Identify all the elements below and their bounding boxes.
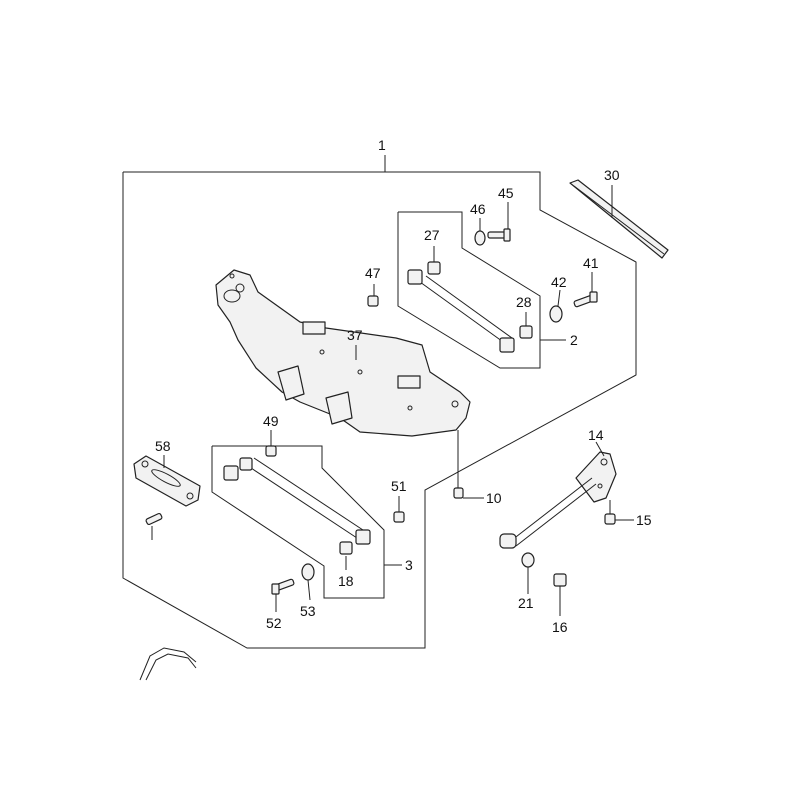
part-49-nut	[265, 430, 277, 457]
part-47-nut	[367, 284, 379, 307]
part-16-nut	[553, 573, 567, 616]
assembly-outline	[122, 171, 637, 649]
part-51-nut	[393, 496, 405, 523]
callout-21: 21	[518, 595, 534, 611]
callout-27: 27	[424, 227, 440, 243]
leader-42	[557, 289, 561, 307]
part-58-bracket	[133, 455, 201, 540]
callout-30: 30	[604, 167, 620, 183]
callout-41: 41	[583, 255, 599, 271]
callout-37: 37	[347, 327, 363, 343]
callout-47: 47	[365, 265, 381, 281]
callout-53: 53	[300, 603, 316, 619]
callout-18: 18	[338, 573, 354, 589]
part-53-washer	[301, 563, 315, 601]
part-41-bolt	[573, 272, 598, 308]
part-37-crossmember	[215, 269, 471, 437]
part-10-bolt	[453, 430, 484, 499]
callout-15: 15	[636, 512, 652, 528]
part-3-lower-link-group	[211, 445, 402, 599]
part-2-upper-link-group	[397, 211, 566, 369]
callout-58: 58	[155, 438, 171, 454]
part-15-bolt	[604, 500, 634, 525]
callout-42: 42	[551, 274, 567, 290]
callout-16: 16	[552, 619, 568, 635]
part-30-strip	[569, 179, 669, 259]
callout-52: 52	[266, 615, 282, 631]
callout-14: 14	[588, 427, 604, 443]
part-45-bolt	[487, 202, 511, 242]
leader-53	[307, 579, 311, 601]
callout-2: 2	[570, 332, 578, 348]
callout-49: 49	[263, 413, 279, 429]
callout-46: 46	[470, 201, 486, 217]
callout-1: 1	[378, 137, 386, 153]
wiring-fragment	[139, 647, 197, 681]
callout-10: 10	[486, 490, 502, 506]
part-52-bolt	[271, 578, 295, 612]
callout-3: 3	[405, 557, 413, 573]
part-46-washer	[474, 218, 486, 246]
part-21-washer	[521, 552, 535, 594]
callout-28: 28	[516, 294, 532, 310]
part-42-washer	[549, 289, 563, 323]
leader-14	[595, 441, 605, 457]
callout-45: 45	[498, 185, 514, 201]
part-14-lateral-rod	[499, 441, 617, 549]
callout-51: 51	[391, 478, 407, 494]
